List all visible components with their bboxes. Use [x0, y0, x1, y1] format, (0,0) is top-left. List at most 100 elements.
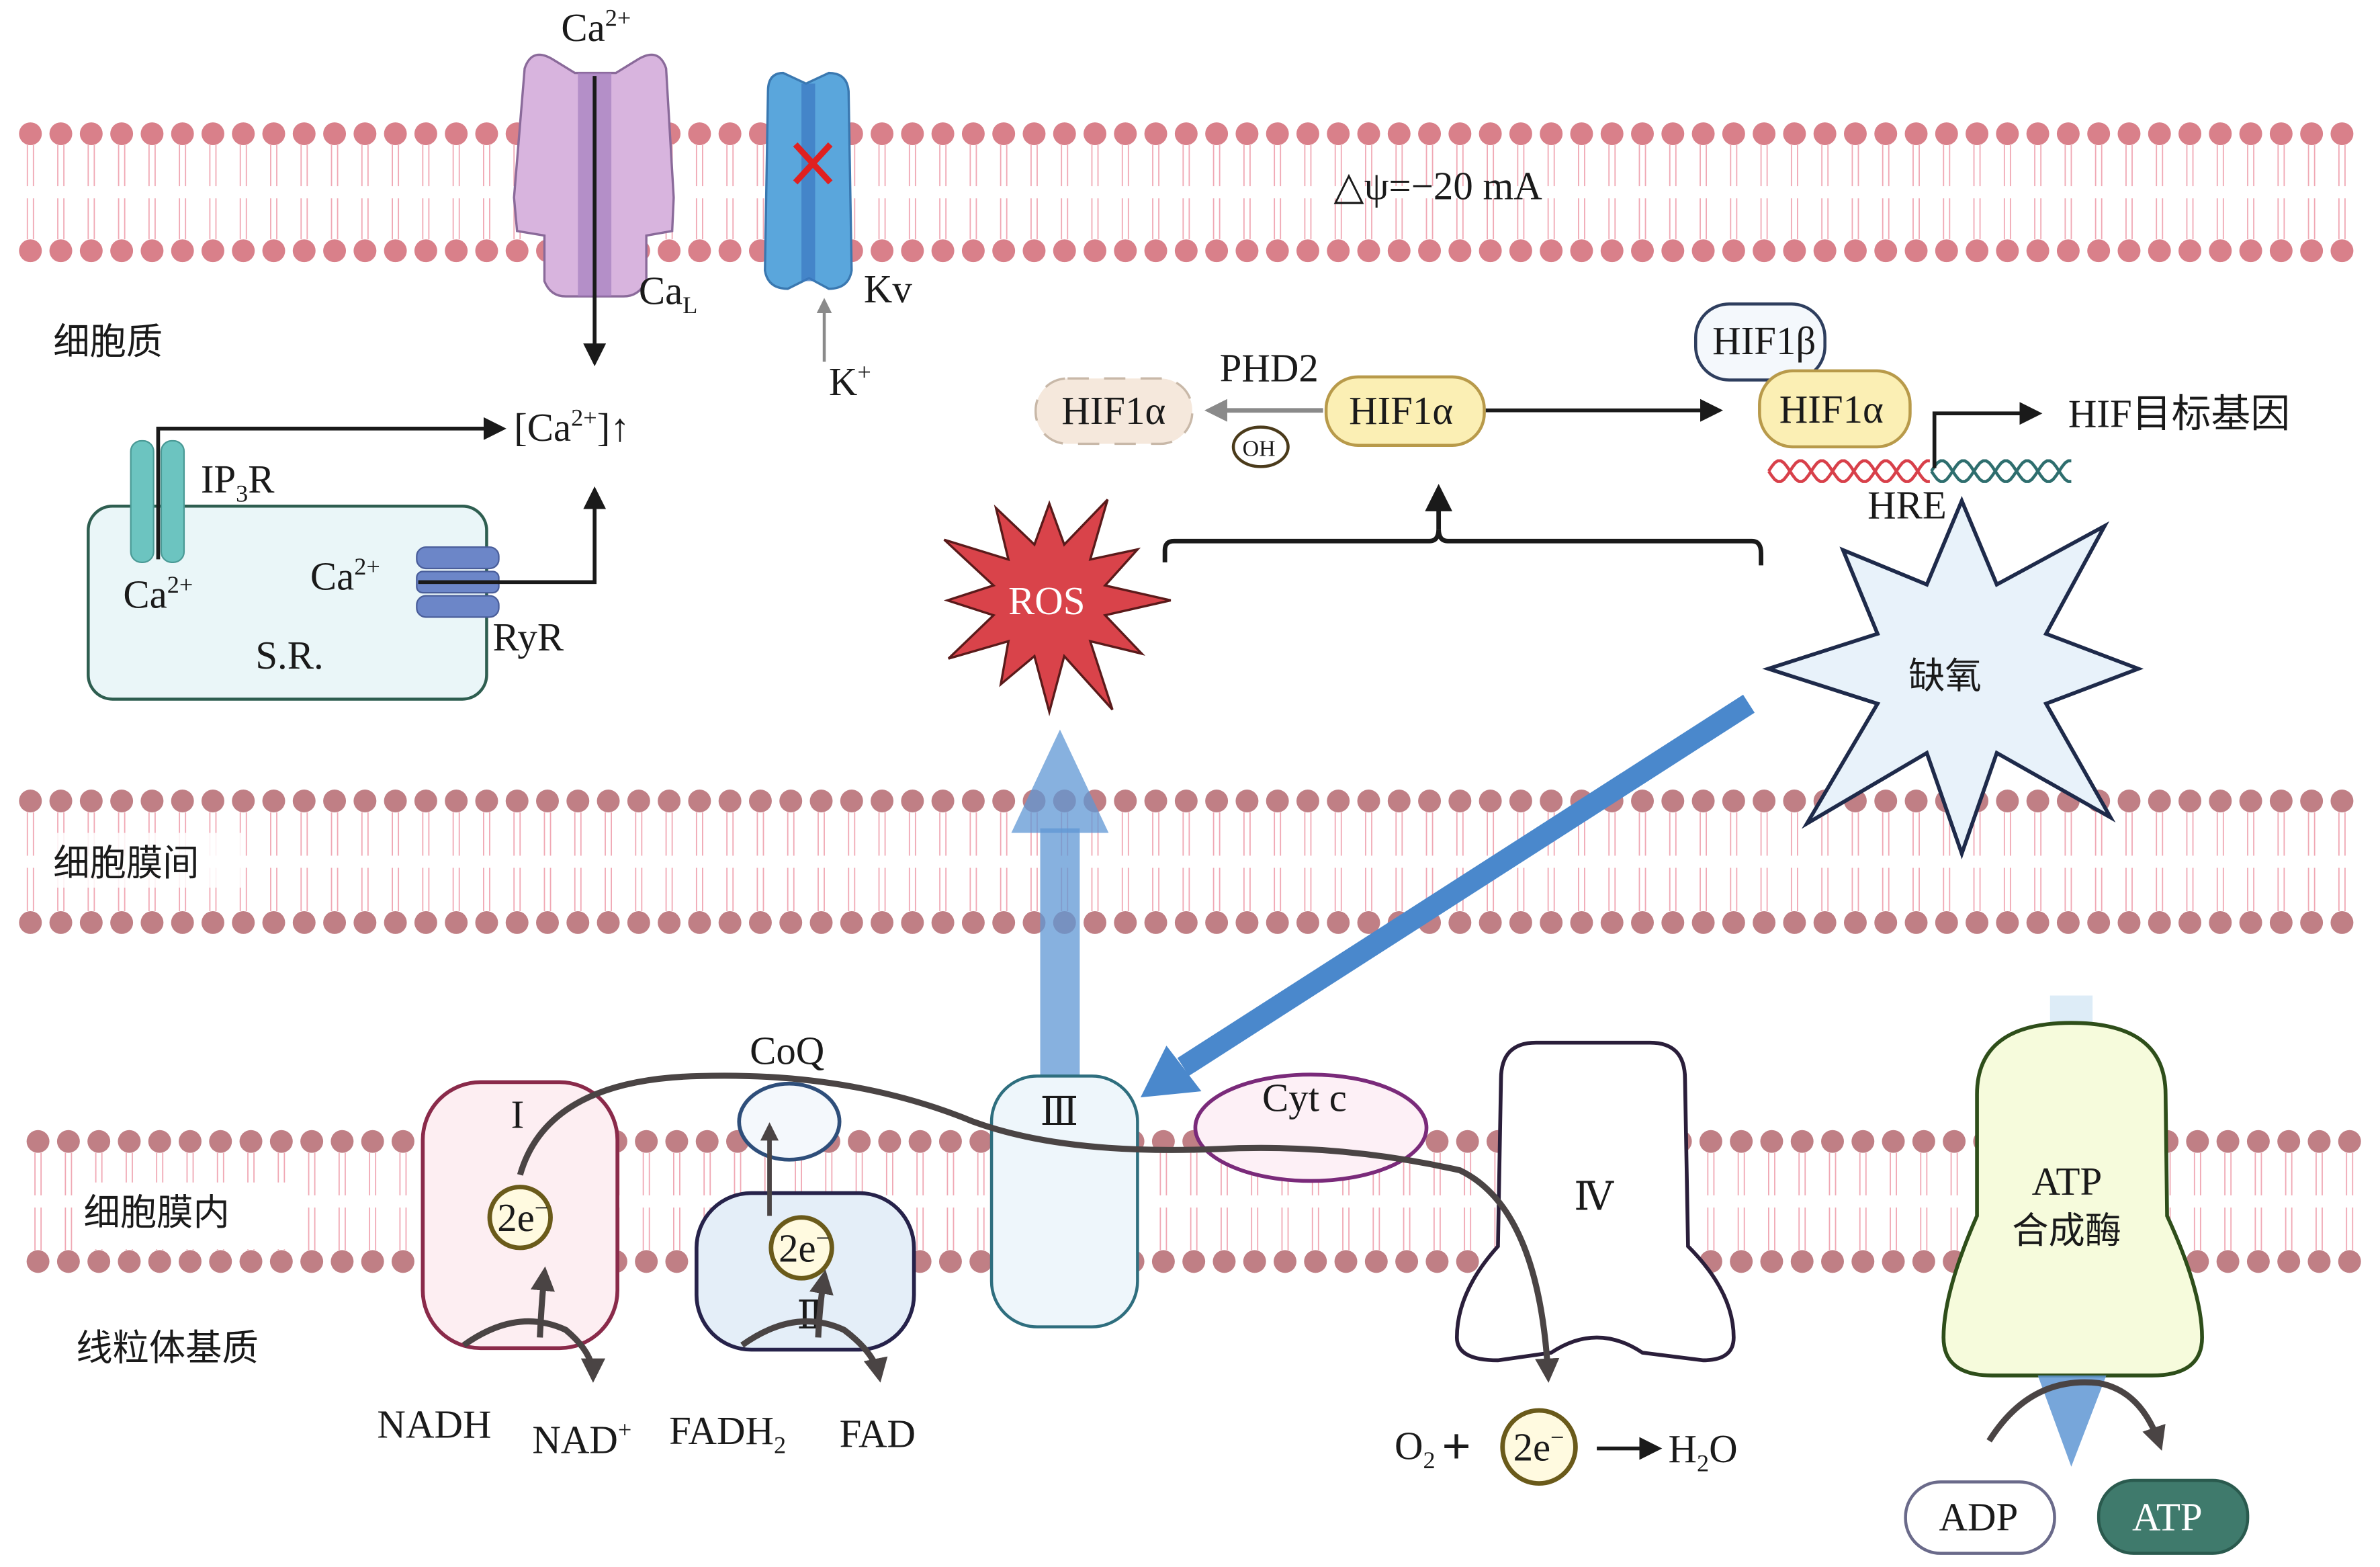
lipid-head: [1874, 122, 1898, 146]
lipid-head: [1425, 1250, 1449, 1273]
lipid-head: [1790, 1130, 1814, 1153]
lipid-head: [1882, 1250, 1905, 1273]
lipid-head: [1540, 790, 1563, 812]
lipid-head: [171, 122, 194, 146]
lipid-head: [475, 790, 498, 812]
lipid-head: [2087, 122, 2111, 146]
transcription-arrow: [1932, 402, 2043, 468]
hydroxyl-label: OH: [1243, 437, 1276, 462]
lipid-head: [79, 239, 103, 263]
complex-4: [1454, 1040, 1736, 1363]
hypoxia-burst-icon: [1762, 495, 2144, 859]
lipid-head: [1783, 790, 1806, 812]
coq-label: CoQ: [750, 1029, 824, 1072]
lipid-head: [1509, 910, 1532, 934]
lipid-head: [1205, 122, 1229, 146]
lipid-head: [665, 1130, 689, 1153]
lipid-head: [292, 239, 316, 263]
lipid-head: [269, 1130, 293, 1153]
lipid-head: [1722, 239, 1745, 263]
lipid-head: [2269, 239, 2293, 263]
lipid-head: [1357, 122, 1380, 146]
lipid-head: [1874, 239, 1898, 263]
mitochondrial-outer-membrane: [19, 790, 2354, 934]
lipid-head: [475, 122, 498, 146]
lipid-head: [2277, 1130, 2301, 1153]
ip3r-release-arrow: [156, 417, 506, 560]
ros-label: ROS: [1008, 579, 1086, 623]
lipid-head: [688, 910, 711, 934]
region-label-matrix: 线粒体基质: [76, 1326, 259, 1369]
lipid-head: [1821, 1250, 1844, 1273]
lipid-head: [1448, 122, 1472, 146]
lipid-head: [1296, 910, 1319, 934]
lipid-head: [1418, 790, 1442, 812]
lipid-head: [1174, 790, 1198, 812]
sr-label: S.R.: [255, 634, 323, 677]
hif1a-stabilized: [1324, 375, 1486, 447]
lipid-head: [931, 239, 955, 263]
lipid-head: [2117, 239, 2141, 263]
lipid-head: [2246, 1130, 2270, 1153]
complex-3-label: Ⅲ: [1041, 1090, 1079, 1134]
lipid-head: [300, 1130, 324, 1153]
lipid-head: [19, 122, 42, 146]
lipid-head: [1661, 910, 1685, 934]
hif1a-stabilized-label: HIF1α: [1349, 389, 1453, 433]
lipid-head: [1600, 122, 1624, 146]
ros-burst-icon: [943, 499, 1172, 717]
lipid-head: [323, 122, 347, 146]
lipid-head: [148, 1250, 171, 1273]
ryr-label: RyR: [493, 616, 564, 659]
lipid-head: [330, 1250, 354, 1273]
hif1b-label: HIF1β: [1712, 319, 1816, 363]
atp-synthase-label-1: ATP: [2032, 1160, 2103, 1203]
lipid-head: [19, 239, 42, 263]
lipid-head: [969, 1130, 993, 1153]
lipid-head: [1205, 910, 1229, 934]
lipid-head: [2269, 910, 2293, 934]
lipid-head: [1213, 1250, 1236, 1273]
lipid-head: [1235, 910, 1259, 934]
convergence-bracket: [1162, 529, 1763, 566]
lipid-head: [2056, 910, 2080, 934]
lipid-head: [201, 122, 224, 146]
ca-l-label: CaL: [639, 269, 698, 319]
lipid-head: [1274, 1250, 1296, 1273]
atp-badge: [2097, 1478, 2250, 1555]
lipid-head: [2056, 122, 2080, 146]
atp-label: ATP: [2132, 1496, 2203, 1539]
lipid-head: [49, 790, 73, 812]
lipid-head: [323, 910, 347, 934]
lipid-head: [1084, 239, 1106, 263]
lipid-head: [809, 790, 833, 812]
hif1a-degraded: [1034, 377, 1194, 446]
lipid-head: [1144, 239, 1167, 263]
lipid-head: [1114, 790, 1137, 812]
lipid-head: [353, 910, 377, 934]
lipid-head: [1661, 122, 1685, 146]
lipid-head: [658, 910, 681, 934]
lipid-head: [414, 790, 437, 812]
lipid-head: [1783, 910, 1806, 934]
lipid-head: [353, 790, 377, 812]
lipid-head: [1722, 790, 1745, 812]
lipid-head: [1364, 1250, 1388, 1273]
lipid-head: [1327, 790, 1350, 812]
cytc-label: Cyt c: [1262, 1076, 1347, 1119]
lipid-head: [1570, 239, 1593, 263]
lipid-head: [110, 122, 134, 146]
lipid-head: [695, 1130, 719, 1153]
hydroxyl-badge: [1231, 425, 1290, 468]
lipid-head: [1266, 239, 1289, 263]
lipid-head: [1935, 122, 1958, 146]
lipid-head: [1813, 239, 1837, 263]
lipid-head: [1821, 1130, 1844, 1153]
lipid-head: [110, 790, 134, 812]
lipid-head: [1327, 910, 1350, 934]
lipid-head: [179, 1130, 202, 1153]
ip3r-ca-label: Ca2+: [123, 571, 193, 617]
lipid-head: [26, 1250, 50, 1273]
lipid-head: [2300, 122, 2324, 146]
